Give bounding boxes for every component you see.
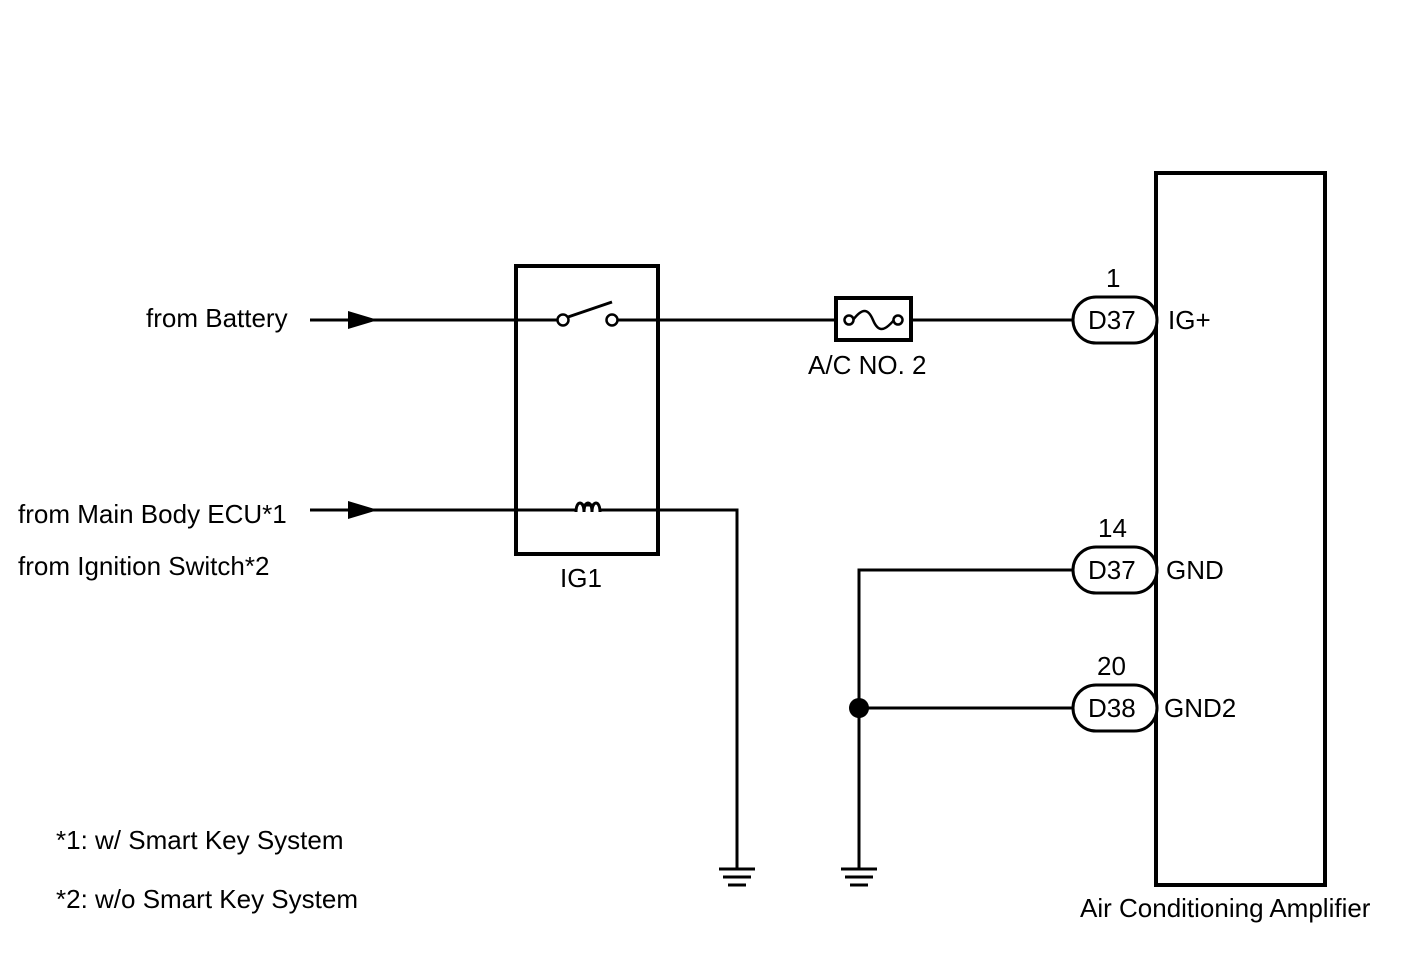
terminal-name: IG+ (1168, 305, 1211, 335)
battery-arrow-icon (348, 311, 378, 329)
terminal-name: GND (1166, 555, 1224, 585)
relay-label: IG1 (560, 563, 602, 593)
amplifier-label: Air Conditioning Amplifier (1080, 893, 1371, 923)
battery-wire (310, 311, 558, 329)
ground-symbol-icon (719, 867, 755, 887)
air-conditioning-amplifier (1154, 171, 1327, 887)
from-ignition-switch-label: from Ignition Switch*2 (18, 551, 269, 581)
from-battery-label: from Battery (146, 303, 288, 333)
connector-d37-pin-14: D37 14 GND (1071, 513, 1224, 595)
fuse-label: A/C NO. 2 (808, 350, 926, 380)
ac-no2-fuse (834, 296, 913, 342)
connector-d38-pin-20: D38 20 GND2 (1071, 651, 1236, 733)
connector-id: D37 (1088, 555, 1136, 585)
ignition-arrow-icon (348, 501, 378, 519)
relay-switch-icon (556, 300, 619, 327)
pin-number: 14 (1098, 513, 1127, 543)
footnote-2: *2: w/o Smart Key System (56, 884, 358, 914)
ignition-signal-wire (310, 501, 576, 519)
connector-id: D38 (1088, 693, 1136, 723)
from-main-body-ecu-label: from Main Body ECU*1 (18, 499, 287, 529)
terminal-name: GND2 (1164, 693, 1236, 723)
footnote-1: *1: w/ Smart Key System (56, 825, 344, 855)
ig1-relay (514, 264, 660, 556)
pin-number: 1 (1106, 263, 1120, 293)
ground-symbol-icon (841, 867, 877, 887)
splice-point (849, 698, 869, 718)
pin-number: 20 (1097, 651, 1126, 681)
relay-coil-icon (574, 501, 602, 513)
connector-id: D37 (1088, 305, 1136, 335)
connector-d37-pin-1: D37 1 IG+ (1071, 263, 1211, 345)
fuse-icon (852, 309, 895, 331)
